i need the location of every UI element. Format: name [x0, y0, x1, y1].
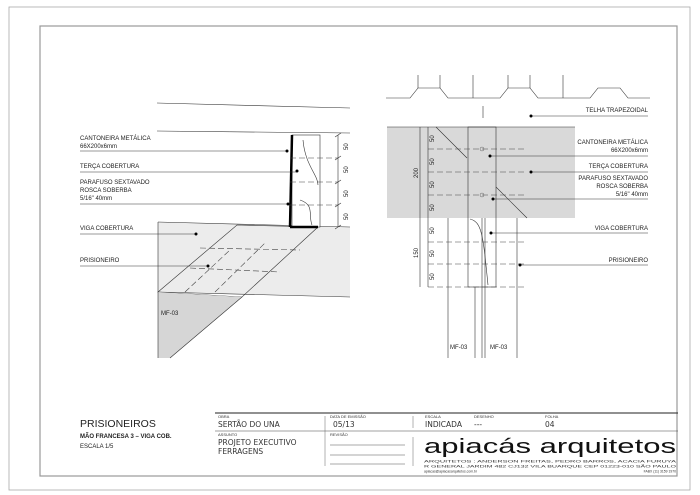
- firm-logo: apiacás arquitetos: [424, 436, 676, 458]
- outer-border: [8, 6, 691, 491]
- label-prisioneiro: PRISIONEIRO: [80, 258, 120, 264]
- dim-text: 50: [430, 227, 436, 234]
- label-parafuso: PARAFUSO SEXTAVADO: [80, 180, 150, 186]
- folha-value: 04: [545, 420, 555, 429]
- drawing-scale: ESCALA 1/5: [80, 444, 114, 450]
- label-parafuso-size: 5/16" 40mm: [616, 192, 648, 198]
- label-cantoneira: CANTONEIRA METÁLICA: [577, 139, 648, 146]
- roof-line: [156, 130, 351, 134]
- label-viga: VIGA COBERTURA: [80, 226, 133, 232]
- right-detail: 200 50 50 50 50 150 50 50 50 TELHA TRAPE…: [386, 75, 650, 358]
- assunto-label: ASSUNTO: [218, 432, 237, 437]
- obra-label: OBRA: [218, 414, 230, 419]
- assunto-value-1: PROJETO EXECUTIVO: [218, 438, 297, 447]
- obra-value: SERTÃO DO UNA: [218, 420, 281, 429]
- firm-email[interactable]: apiacas@apiacasarquitetos.com.br: [424, 470, 478, 474]
- label-mf-right: MF-03: [490, 345, 508, 351]
- dim-text: 50: [344, 213, 350, 220]
- desenho-value: ---: [474, 420, 482, 429]
- dim-text: 50: [430, 250, 436, 257]
- label-telha: TELHA TRAPEZOIDAL: [586, 108, 649, 114]
- label-prisioneiro: PRISIONEIRO: [609, 258, 649, 264]
- drawing-subtitle: MÃO FRANCESA 3 – VIGA COB.: [80, 433, 172, 440]
- label-mf-left: MF-03: [450, 345, 468, 351]
- firm-phone: FABX (11) 3159 1970: [644, 470, 676, 474]
- escala-value: INDICADA: [425, 420, 463, 429]
- bolt-icon: [479, 146, 485, 152]
- desenho-label: DESENHO: [474, 414, 494, 419]
- beam-section: [158, 222, 350, 297]
- dim-total: 150: [414, 247, 420, 258]
- drawing-title: PRISIONEIROS: [80, 418, 156, 430]
- firm-address: R GENERAL JARDIM 482 CJ132 VILA BUARQUE …: [424, 464, 677, 469]
- sheet-title: PRISIONEIROS MÃO FRANCESA 3 – VIGA COB. …: [80, 418, 172, 450]
- label-viga: VIGA COBERTURA: [595, 226, 648, 232]
- label-terca: TERÇA COBERTURA: [80, 164, 139, 170]
- label-parafuso-size: 5/16" 40mm: [80, 196, 112, 202]
- assunto-value-2: FERRAGENS: [218, 447, 263, 456]
- title-block: OBRA SERTÃO DO UNA DATA DE EMISSÃO 05/13…: [215, 412, 678, 474]
- data-value: 05/13: [333, 420, 355, 429]
- escala-label: ESCALA: [425, 414, 441, 419]
- trapezoidal-roof-profile: [386, 87, 650, 99]
- dim-text: 50: [430, 158, 436, 165]
- label-parafuso-type: ROSCA SOBERBA: [80, 188, 132, 194]
- inner-border: [39, 25, 678, 477]
- label-cantoneira-size: 66X200x6mm: [611, 148, 648, 154]
- dim-text: 50: [344, 143, 350, 150]
- dim-text: 50: [344, 166, 350, 173]
- revisao-label: REVISÃO: [330, 432, 348, 437]
- left-detail: 50 50 50 50 CANTONEIRA METÁLICA 66X200x6…: [80, 102, 351, 359]
- label-parafuso: PARAFUSO SEXTAVADO: [578, 176, 648, 182]
- folha-label: FOLHA: [545, 414, 559, 419]
- label-cantoneira-size: 66X200x6mm: [80, 144, 117, 150]
- label-mf: MF-03: [161, 311, 179, 317]
- bolt-icon: [479, 192, 485, 198]
- dim-text: 50: [430, 204, 436, 211]
- angle-bracket: [288, 134, 294, 228]
- dim-total: 200: [414, 167, 420, 178]
- label-terca: TERÇA COBERTURA: [589, 164, 648, 170]
- brace-member: [158, 292, 242, 358]
- data-label: DATA DE EMISSÃO: [330, 414, 366, 419]
- label-parafuso-type: ROSCA SOBERBA: [596, 184, 648, 190]
- dim-text: 50: [430, 273, 436, 280]
- firm-architects: ARQUITETOS : ANDERSON FREITAS, PEDRO BAR…: [424, 460, 678, 464]
- label-cantoneira: CANTONEIRA METÁLICA: [80, 135, 151, 142]
- dim-text: 50: [430, 181, 436, 188]
- dim-text: 50: [430, 135, 436, 142]
- purlin-block: [387, 127, 575, 218]
- dim-text: 50: [344, 190, 350, 197]
